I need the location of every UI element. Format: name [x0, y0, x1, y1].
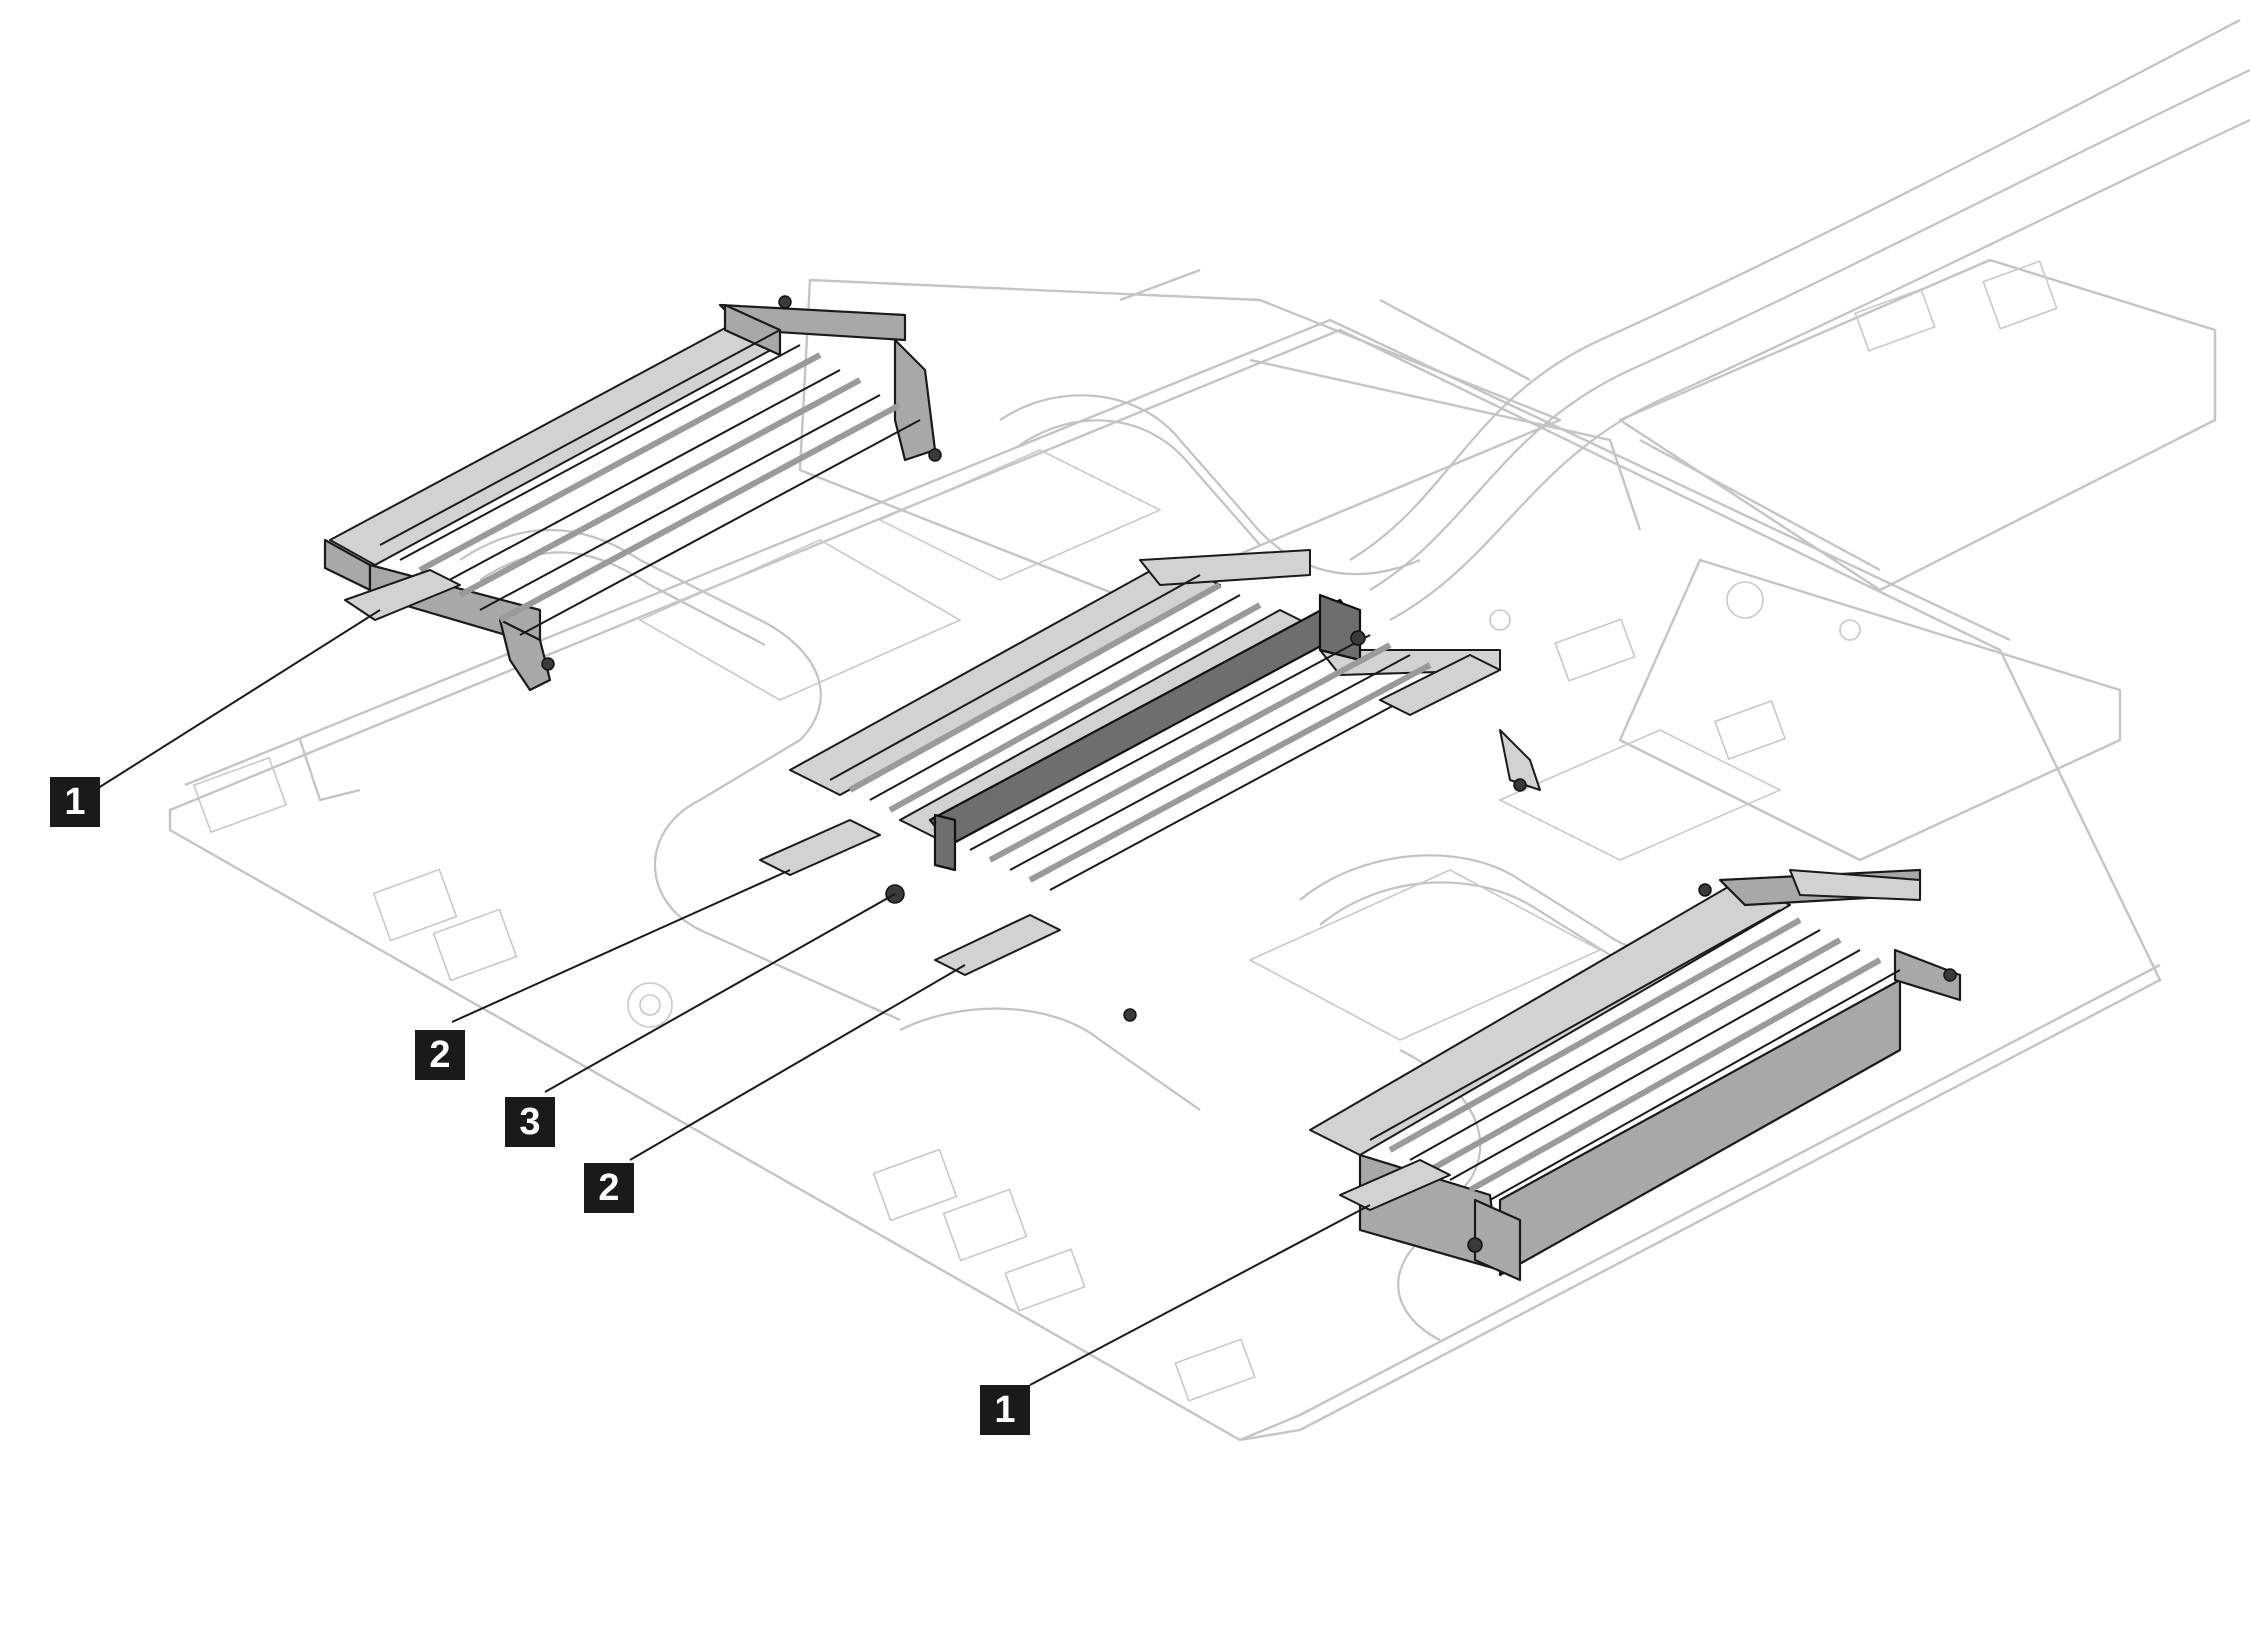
callout-1-bottom-right: 1: [980, 1385, 1030, 1435]
callout-3: 3: [505, 1097, 555, 1147]
rear-board: [798, 268, 1642, 602]
io-board-right: [1618, 258, 2217, 862]
release-tab-1-top: [344, 569, 461, 621]
board-connectors: [192, 260, 2058, 1402]
bottom-right-cover-assembly: [1309, 868, 1962, 1282]
release-tab-2-right: [934, 914, 1061, 976]
callout-2-left: 2: [415, 1030, 465, 1080]
release-tab-2-left: [759, 819, 881, 876]
release-tab-1-bottom: [1339, 1159, 1451, 1211]
center-dimm-assembly: [759, 549, 1541, 1022]
cold-plates: [638, 449, 1782, 1041]
top-left-cover-assembly: [323, 295, 942, 692]
water-hoses: [1349, 19, 2250, 621]
callout-1-top-left: 1: [50, 777, 100, 827]
callout-2-right: 2: [584, 1163, 634, 1213]
main-system-board: [168, 318, 2162, 1442]
leader-lines: [94, 609, 1371, 1386]
